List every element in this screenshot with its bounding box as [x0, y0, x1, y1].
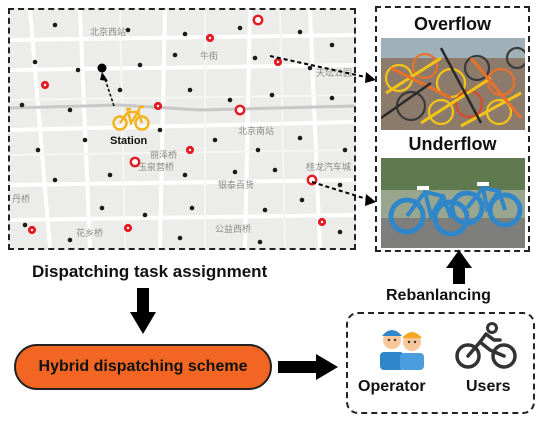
overflow-photo: [381, 38, 525, 130]
actors-box: Operator Users: [346, 312, 535, 414]
map-to-photo-arrows: [270, 55, 376, 206]
place-label-beijing-south: 北京南站: [238, 125, 274, 137]
underflow-photo: [381, 158, 525, 248]
map-canvas: 北京西站 牛街 北京南站 天坛公园 玉泉营桥 丽泽桥 银泰百货 花乡桥 公益西桥…: [10, 10, 354, 248]
overflow-title: Overflow: [413, 14, 492, 34]
rebalancing-caption: Rebanlancing: [386, 287, 491, 304]
users-label: Users: [466, 378, 511, 395]
up-arrow: [446, 250, 472, 284]
cyclist-icon: [455, 322, 517, 369]
place-label-guilong: 桂龙汽车城: [306, 161, 351, 173]
place-label-yintai: 银泰百货: [218, 179, 254, 191]
hybrid-scheme-box: Hybrid dispatching scheme: [14, 344, 272, 390]
place-label-beijing-west: 北京西站: [90, 26, 126, 38]
flow-photos-panel: Overflow Underflow: [375, 6, 530, 252]
place-label-huaxiang: 花乡桥: [76, 227, 103, 239]
down-arrow: [130, 288, 156, 334]
station-label: Station: [110, 135, 148, 147]
place-label-dan: 丹桥: [12, 193, 30, 205]
operator-icon: [380, 330, 424, 370]
operator-label: Operator: [358, 378, 426, 395]
station-map: 北京西站 牛街 北京南站 天坛公园 玉泉营桥 丽泽桥 银泰百货 花乡桥 公益西桥…: [8, 8, 356, 250]
relocate-arrow: [103, 75, 115, 107]
station-dots: [19, 22, 348, 245]
bike-icon: [112, 105, 150, 131]
right-arrow: [278, 354, 338, 380]
place-label-yuquanying: 玉泉营桥: [138, 161, 174, 173]
underflow-title: Underflow: [408, 134, 497, 154]
place-label-temple: 天坛公园: [316, 68, 352, 79]
hybrid-scheme-label: Hybrid dispatching scheme: [38, 358, 248, 375]
source-station-dot: [97, 63, 107, 73]
task-assignment-caption: Dispatching task assignment: [32, 262, 268, 281]
map-roads: [10, 10, 354, 248]
place-label-lize: 丽泽桥: [150, 149, 177, 161]
place-label-niujie: 牛街: [200, 50, 218, 62]
red-target-stations: [27, 14, 327, 235]
place-label-gongyi: 公益西桥: [215, 223, 251, 235]
